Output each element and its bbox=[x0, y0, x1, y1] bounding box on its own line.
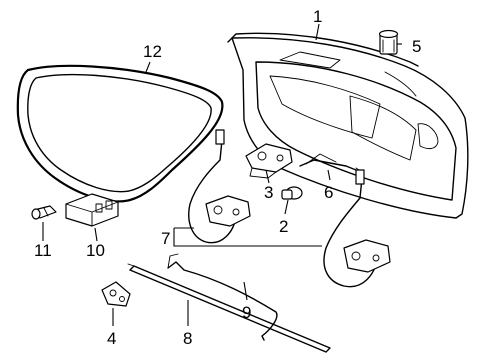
weatherstrip-seal bbox=[16, 64, 224, 203]
hinge-bracket bbox=[101, 281, 131, 307]
lid-plug bbox=[281, 186, 303, 200]
latch-switch-module bbox=[65, 193, 119, 227]
callout-2: 2 bbox=[279, 217, 288, 236]
callout-10: 10 bbox=[86, 241, 105, 260]
callout-11: 11 bbox=[34, 241, 52, 260]
release-cable bbox=[167, 253, 278, 341]
torque-rod-left bbox=[188, 129, 251, 244]
torque-rod-right bbox=[323, 169, 391, 288]
callout-3: 3 bbox=[264, 183, 273, 202]
callout-6: 6 bbox=[324, 183, 333, 202]
lid-bumper bbox=[378, 29, 399, 55]
callout-labels: 1 2 3 4 5 6 7 8 9 10 11 12 bbox=[34, 7, 421, 348]
callout-5: 5 bbox=[412, 37, 421, 56]
callout-1: 1 bbox=[313, 7, 322, 26]
latch-assembly bbox=[245, 143, 293, 179]
callout-4: 4 bbox=[107, 329, 116, 348]
lock-cylinder bbox=[31, 205, 57, 220]
leader-lines bbox=[42, 23, 402, 326]
release-rod bbox=[127, 263, 331, 353]
callout-7: 7 bbox=[161, 229, 170, 248]
callout-8: 8 bbox=[183, 329, 192, 348]
callout-9: 9 bbox=[242, 303, 251, 322]
callout-12: 12 bbox=[143, 42, 162, 61]
